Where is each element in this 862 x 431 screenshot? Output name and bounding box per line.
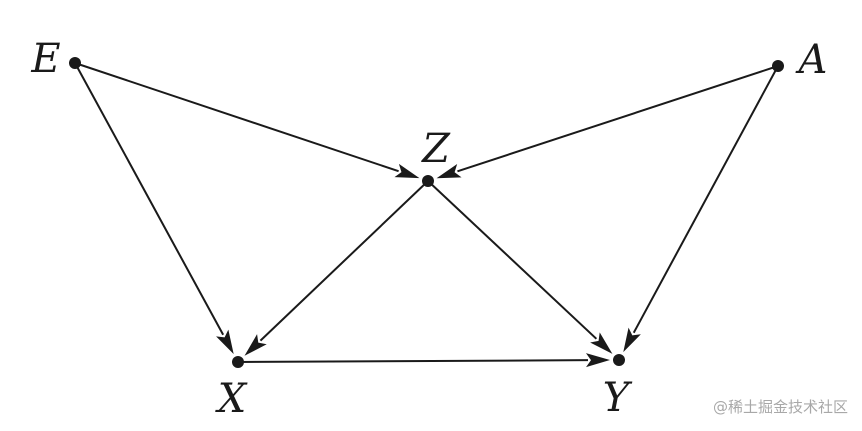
node-a-dot [772, 60, 784, 72]
node-x-label: X [215, 376, 248, 422]
node-a-label: A [795, 37, 828, 83]
arrowhead-icon [436, 164, 462, 179]
edge-x-to-y [237, 353, 611, 368]
arrowhead-icon [244, 334, 267, 356]
arrowhead-icon [394, 163, 420, 179]
edges-layer [74, 62, 779, 368]
node-e-dot [69, 57, 81, 69]
edge-line [632, 65, 779, 334]
node-y-label: Y [603, 375, 633, 421]
edge-line [259, 180, 429, 342]
node-x-dot [232, 356, 244, 368]
nodes-layer [69, 57, 784, 368]
edge-line [427, 180, 598, 340]
edge-line [237, 359, 589, 363]
node-e-label: E [30, 36, 60, 82]
labels-layer: E A Z X Y [30, 36, 827, 422]
edge-line [74, 62, 225, 336]
edge-line [457, 65, 779, 173]
edge-z-to-y [427, 180, 613, 354]
watermark-text: @稀土掘金技术社区 [712, 398, 848, 416]
arrowhead-icon [590, 332, 613, 354]
edge-a-to-y [623, 65, 779, 353]
node-z-dot [422, 175, 434, 187]
edge-line [74, 62, 399, 173]
edge-e-to-x [74, 62, 234, 355]
arrowhead-icon [585, 353, 611, 368]
node-z-label: Z [420, 126, 451, 172]
arrowhead-icon [216, 329, 234, 355]
edge-z-to-x [244, 180, 429, 356]
edge-a-to-z [436, 65, 779, 179]
node-y-dot [613, 354, 625, 366]
edge-e-to-z [74, 62, 420, 179]
arrowhead-icon [623, 327, 641, 353]
